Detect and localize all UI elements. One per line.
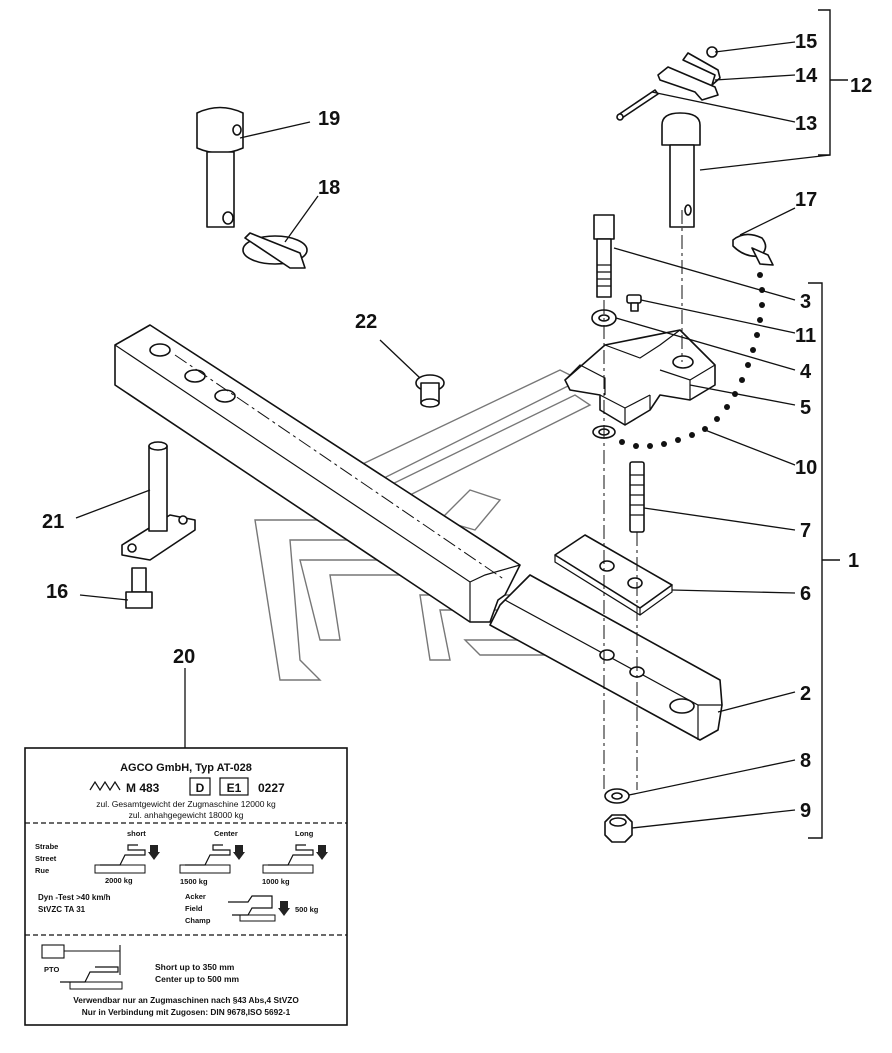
plate-street-1: Strabe <box>35 842 58 851</box>
plate-load-field: 500 kg <box>295 905 319 914</box>
plate-footer-2: Nur in Verbindung mit Zugosen: DIN 9678,… <box>82 1007 291 1017</box>
callout-15: 15 <box>795 31 817 53</box>
plate-field-2: Field <box>185 904 203 913</box>
lock-washer <box>604 788 630 804</box>
callout-4: 4 <box>800 361 812 383</box>
plate-stvzc: StVZC TA 31 <box>38 905 86 914</box>
clamp-plate <box>554 534 673 616</box>
wave-symbol <box>89 780 121 792</box>
callout-18: 18 <box>318 177 340 199</box>
small-screw <box>626 294 642 312</box>
hitch-icon-center <box>179 844 245 874</box>
leader-lines <box>75 41 831 829</box>
callout-10: 10 <box>795 457 817 479</box>
pto-icon <box>41 944 123 990</box>
hitch-icon-field <box>228 895 290 922</box>
callout-9: 9 <box>800 800 811 822</box>
callout-13: 13 <box>795 113 817 135</box>
plate-street-2: Street <box>35 854 57 863</box>
plate-pos-center: Center <box>214 829 238 838</box>
callout-12: 12 <box>850 75 872 97</box>
callout-20: 20 <box>173 646 195 668</box>
hitch-icon-short <box>94 844 160 874</box>
drawbar <box>114 324 723 741</box>
plate-title: AGCO GmbH, Typ AT-028 <box>120 762 252 774</box>
callout-14: 14 <box>795 65 818 87</box>
plate-load-long: 1000 kg <box>262 877 290 886</box>
callout-5: 5 <box>800 397 811 419</box>
callout-22: 22 <box>355 311 377 333</box>
hex-nut <box>604 814 633 843</box>
plate-load-center: 1500 kg <box>180 877 208 886</box>
plate-dyn-test: Dyn -Test >40 km/h <box>38 893 111 902</box>
hitch-pin <box>196 106 244 228</box>
group-brackets <box>808 9 848 839</box>
callout-3: 3 <box>800 291 811 313</box>
plate-center-up: Center up to 500 mm <box>155 974 240 984</box>
callout-19: 19 <box>318 108 340 130</box>
drawbar-bracket <box>564 329 716 426</box>
plate-field-3: Champ <box>185 916 211 925</box>
plate-load-short: 2000 kg <box>105 876 133 885</box>
threaded-stud <box>629 461 645 533</box>
cross-pin <box>616 89 659 121</box>
callout-2: 2 <box>800 683 811 705</box>
callout-17: 17 <box>795 189 817 211</box>
drawbar-pin <box>661 112 701 228</box>
callout-11: 11 <box>795 325 816 347</box>
lynch-clip <box>242 232 308 269</box>
callouts: 15 14 12 13 17 19 18 22 3 11 4 5 10 7 1 … <box>42 31 872 822</box>
plate-pos-short: short <box>127 829 146 838</box>
plate-footer-1: Verwendbar nur an Zugmaschinen nach §43 … <box>73 995 299 1005</box>
bolt-small <box>125 567 153 609</box>
plate-line-1: zul. Gesamtgewicht der Zugmaschine 12000… <box>96 799 276 809</box>
callout-6: 6 <box>800 583 811 605</box>
spring-clip <box>657 52 721 101</box>
callout-16: 16 <box>46 581 68 603</box>
plate-short-up: Short up to 350 mm <box>155 962 235 972</box>
callout-1: 1 <box>848 550 859 572</box>
plate-line-2: zul. anhahgegewicht 18000 kg <box>129 810 244 820</box>
bolt <box>593 214 615 298</box>
type-plate: AGCO GmbH, Typ AT-028 M 483 D E1 0227 zu… <box>24 747 348 1026</box>
callout-7: 7 <box>800 520 811 542</box>
plate-approval-box: E1 <box>227 781 242 795</box>
plate-pos-long: Long <box>295 829 314 838</box>
plate-field-1: Acker <box>185 892 206 901</box>
plate-country-box: D <box>196 781 205 795</box>
flanged-pin <box>121 441 196 561</box>
plate-pto: PTO <box>44 965 59 974</box>
plate-model: M 483 <box>126 781 160 795</box>
plate-approval-no: 0227 <box>258 781 285 795</box>
callout-21: 21 <box>42 511 64 533</box>
hitch-icon-long <box>262 844 328 874</box>
callout-8: 8 <box>800 750 811 772</box>
plate-street-3: Rue <box>35 866 49 875</box>
bushing <box>415 374 445 408</box>
